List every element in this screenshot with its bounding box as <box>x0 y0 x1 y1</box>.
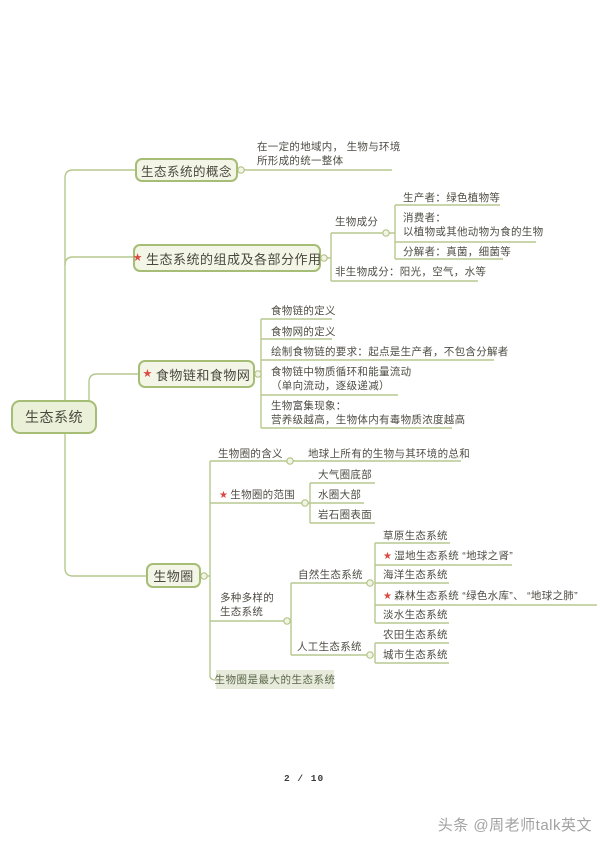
root-node-label: 生态系统 <box>25 409 83 425</box>
star-icon: ★ <box>132 251 143 264</box>
leaf-forest-ecosystem-label: 森林生态系统 “绿色水库”、 “地球之肺” <box>394 590 578 602</box>
node-biosphere-range: ★生物圈的范围 <box>219 489 295 503</box>
concept-definition-line1: 在一定的地域内， 生物与环境 <box>257 141 401 153</box>
connector <box>64 169 135 400</box>
concept-definition: 在一定的地域内， 生物与环境 所形成的统一整体 <box>257 141 401 168</box>
leaf-marine-ecosystem: 海洋生态系统 <box>383 569 448 581</box>
collapse-circle-icon <box>320 254 328 262</box>
connector-group <box>64 169 597 681</box>
leaf-foodweb-definition: 食物网的定义 <box>271 326 336 338</box>
connector <box>64 434 146 577</box>
leaf-matter-energy-flow-line1: 食物链中物质循环和能量流动 <box>271 366 412 378</box>
leaf-abiotic-components: 非生物成分：阳光，空气，水等 <box>335 266 487 278</box>
leaf-hydrosphere-most: 水圈大部 <box>318 489 362 501</box>
leaf-bioaccumulation-line1: 生物富集现象： <box>271 400 347 412</box>
watermark-text: 头条 @周老师talk英文 <box>437 817 592 834</box>
leaf-matter-energy-flow: 食物链中物质循环和能量流动 （单向流动，逐级递减） <box>271 366 411 393</box>
leaf-foodchain-definition: 食物链的定义 <box>271 305 336 317</box>
node-varied-ecosystems: 多种多样的 生态系统 <box>220 592 274 619</box>
leaf-grassland-ecosystem: 草原生态系统 <box>383 530 448 542</box>
collapse-circle-icon <box>286 457 294 465</box>
leaf-freshwater-ecosystem: 淡水生态系统 <box>383 609 448 621</box>
star-icon: ★ <box>383 551 393 562</box>
branch-foodchain-box: ★ 食物链和食物网 <box>138 360 255 388</box>
collapse-circle-icon <box>366 651 374 659</box>
leaf-producer: 生产者：绿色植物等 <box>403 192 501 204</box>
node-biosphere-meaning: 生物圈的含义 <box>218 448 283 460</box>
branch-foodchain-label: 食物链和食物网 <box>155 367 251 383</box>
leaf-urban-ecosystem: 城市生态系统 <box>383 649 448 661</box>
leaf-farmland-ecosystem: 农田生态系统 <box>383 629 448 641</box>
node-artificial-ecosystems: 人工生态系统 <box>297 641 362 653</box>
leaf-matter-energy-flow-line2: （单向流动，逐级递减） <box>271 379 390 392</box>
star-icon: ★ <box>142 367 153 380</box>
branch-composition-label: 生态系统的组成及各部分作用 <box>145 251 322 267</box>
page-number: 2 / 10 <box>284 773 325 784</box>
leaf-biosphere-meaning-definition: 地球上所有的生物与其环境的总和 <box>308 448 470 460</box>
connector <box>389 205 396 259</box>
node-varied-ecosystems-line2: 生态系统 <box>220 605 264 618</box>
leaf-decomposer: 分解者：真菌，细菌等 <box>403 246 511 258</box>
connector <box>291 543 376 623</box>
star-icon: ★ <box>219 490 229 501</box>
node-varied-ecosystems-line1: 多种多样的 <box>220 592 274 604</box>
collapse-circle-icon <box>200 572 208 580</box>
connector <box>64 256 133 266</box>
leaf-bioaccumulation-line2: 营养级越高，生物体内有毒物质浓度越高 <box>271 413 466 426</box>
branch-biosphere-label: 生物圈 <box>153 569 194 584</box>
leaf-consumer: 消费者： 以植物或其他动物为食的生物 <box>403 212 543 239</box>
collapse-circle-icon <box>237 166 245 174</box>
star-icon: ★ <box>383 591 393 602</box>
collapse-circle-icon <box>283 617 291 625</box>
concept-definition-line2: 所形成的统一整体 <box>257 154 344 167</box>
connector <box>210 583 292 655</box>
leaf-consumer-line2: 以植物或其他动物为食的生物 <box>403 225 544 238</box>
node-biosphere-range-label: 生物圈的范围 <box>230 489 296 501</box>
leaf-lithosphere-surface: 岩石圈表面 <box>318 509 372 521</box>
node-biotic-components: 生物成分 <box>335 216 379 228</box>
branch-composition-box: ★ 生态系统的组成及各部分作用 <box>133 244 321 272</box>
collapse-circle-icon <box>301 499 309 507</box>
collapse-circle-icon <box>382 229 390 237</box>
leaf-atmosphere-bottom: 大气圈底部 <box>318 469 372 481</box>
branch-concept-label: 生态系统的概念 <box>140 164 232 179</box>
connector <box>291 643 376 663</box>
leaf-wetland-ecosystem: ★湿地生态系统 “地球之肾” <box>383 550 513 564</box>
connector <box>88 373 138 400</box>
leaf-forest-ecosystem: ★森林生态系统 “绿色水库”、 “地球之肺” <box>383 590 578 604</box>
leaf-consumer-line1: 消费者： <box>403 212 447 224</box>
branch-biosphere-box: 生物圈 <box>146 563 201 588</box>
node-natural-ecosystems: 自然生态系统 <box>298 569 363 581</box>
branch-concept-box: 生态系统的概念 <box>135 158 238 182</box>
leaf-foodchain-drawing-rule: 绘制食物链的要求：起点是生产者，不包含分解者 <box>271 346 509 358</box>
leaf-wetland-ecosystem-label: 湿地生态系统 “地球之肾” <box>394 550 514 562</box>
leaf-biosphere-largest-ecosystem: 生物圈是最大的生态系统 <box>215 670 335 689</box>
collapse-circle-icon <box>254 370 262 378</box>
root-node: 生态系统 <box>11 400 97 434</box>
collapse-circle-icon <box>366 579 374 587</box>
connector <box>207 461 217 681</box>
leaf-bioaccumulation: 生物富集现象： 营养级越高，生物体内有毒物质浓度越高 <box>271 400 465 427</box>
